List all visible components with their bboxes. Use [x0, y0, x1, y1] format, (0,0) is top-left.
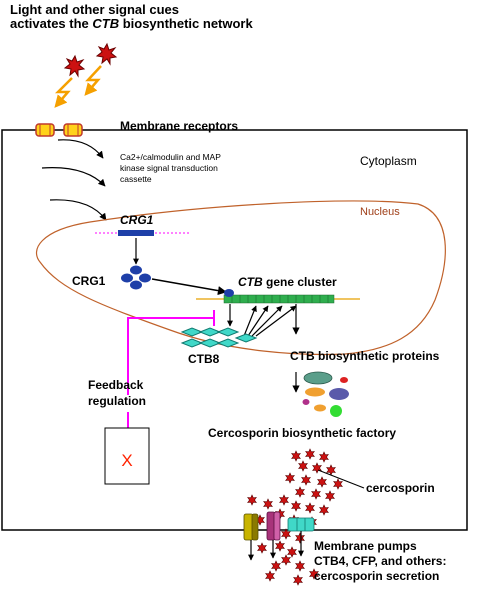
feedback-label-1: Feedback [88, 378, 144, 392]
membrane-pump-icon-3 [287, 517, 315, 557]
cercosporin-molecule [333, 478, 343, 490]
cercosporin-molecule [285, 472, 295, 484]
cercosporin-molecule [305, 502, 315, 514]
cercosporin-molecule [305, 448, 315, 460]
ctb-proteins-icon [302, 371, 349, 417]
ctb8-activation-arrows [243, 305, 297, 337]
cercosporin-molecule [312, 462, 322, 474]
cercosporin-molecules [247, 448, 343, 586]
membrane-pump-icon-2 [266, 511, 281, 559]
crg1-binding-arrow [151, 278, 227, 296]
cascade-arrow-1 [57, 139, 104, 159]
title-line-1: Light and other signal cues [10, 2, 179, 17]
crg1-bound-protein [224, 289, 234, 297]
cercosporin-molecule [257, 542, 267, 554]
cercosporin-molecule [319, 451, 329, 463]
cercosporin-molecule [263, 498, 273, 510]
cercosporin-molecule [325, 490, 335, 502]
ctb-gene-cluster-label: CTB gene cluster [238, 275, 337, 289]
crg1-protein-icon [121, 265, 151, 290]
cascade-text-1: Ca2+/calmodulin and MAP [120, 152, 221, 162]
membrane-receptor-icon [35, 123, 83, 137]
cascade-text-2: kinase signal transduction [120, 163, 218, 173]
ctb8-protein-icon [180, 327, 258, 348]
cell-membrane [1, 129, 468, 531]
cercosporin-molecule [279, 494, 289, 506]
crg1-protein-label: CRG1 [72, 274, 106, 288]
ctb-gene-segments [231, 295, 329, 303]
feedback-line [127, 317, 214, 395]
crg1-gene-box [118, 230, 154, 236]
cercosporin-molecule [319, 504, 329, 516]
cercosporin-molecule [311, 488, 321, 500]
cercosporin-molecule [275, 540, 285, 552]
cercosporin-molecule [293, 574, 303, 586]
cercosporin-molecule [265, 570, 275, 582]
nucleus-label: Nucleus [360, 206, 400, 218]
membrane-pumps-label: Membrane pumps [314, 539, 417, 553]
membrane-pump-icon-1 [243, 513, 259, 561]
factory-label: Cercosporin biosynthetic factory [208, 426, 396, 440]
cercosporin-molecule [295, 486, 305, 498]
cercosporin-molecule [287, 546, 297, 558]
ctb-gene-cluster-box [223, 294, 335, 304]
cercosporin-molecule [295, 532, 305, 544]
cercosporin-molecule [271, 560, 281, 572]
membrane-receptors-label: Membrane receptors [120, 119, 238, 133]
feedback-label-2: regulation [88, 394, 146, 408]
cascade-arrow-2 [41, 167, 106, 187]
cercosporin-pointer [317, 469, 365, 489]
secretion-label: cercosporin secretion [314, 569, 439, 583]
ctb8-label: CTB8 [188, 352, 220, 366]
light-signal-icon [54, 42, 118, 108]
cercosporin-molecule [309, 568, 319, 580]
cercosporin-label: cercosporin [366, 481, 435, 495]
cercosporin-molecule [291, 450, 301, 462]
cercosporin-molecule [281, 528, 291, 540]
x-mark: X [121, 451, 132, 470]
cercosporin-molecule [295, 560, 305, 572]
title-line-2: activates the CTB biosynthetic network [10, 16, 253, 31]
ctb-proteins-label: CTB biosynthetic proteins [290, 349, 440, 363]
cercosporin-molecule [298, 460, 308, 472]
cercosporin-molecule [317, 476, 327, 488]
nucleus-outline [35, 200, 446, 356]
feedback-box [104, 427, 150, 485]
cascade-text-3: cassette [120, 174, 152, 184]
cascade-arrow-3 [49, 199, 107, 221]
cytoplasm-label: Cytoplasm [360, 154, 417, 168]
crg1-gene-label: CRG1 [120, 213, 154, 227]
cercosporin-molecule [281, 554, 291, 566]
cercosporin-molecule [301, 474, 311, 486]
pumps-detail-label: CTB4, CFP, and others: [314, 554, 446, 568]
cercosporin-molecule [291, 500, 301, 512]
cercosporin-molecule [247, 494, 257, 506]
